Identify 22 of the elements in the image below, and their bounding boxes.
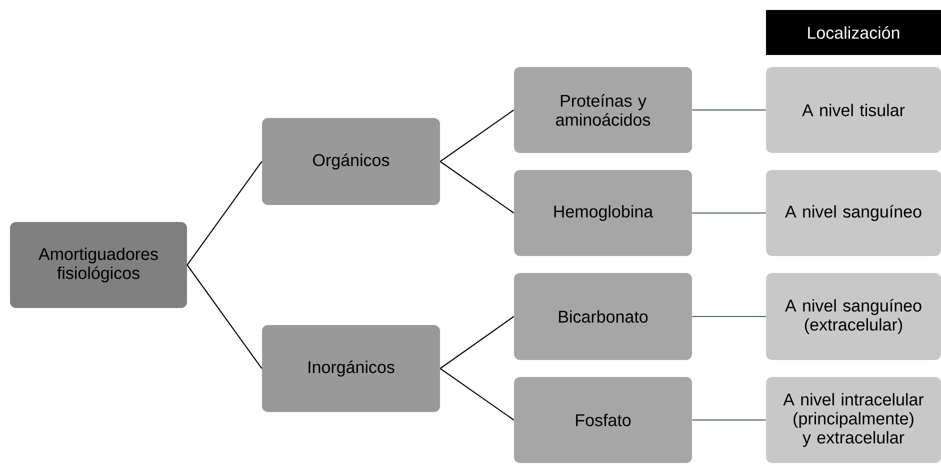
connector-line <box>692 316 766 318</box>
category-box: Amortiguadores fisiológicos <box>10 222 187 308</box>
connector-line <box>692 419 766 421</box>
buffer-box: Bicarbonato <box>514 273 692 360</box>
connector-line <box>186 161 262 266</box>
location-box: A nivel intracelular (principalmente) y extracelular <box>766 377 941 463</box>
location-box: A nivel sanguíneo <box>766 170 941 256</box>
connector-line <box>692 212 766 214</box>
header-box: Localización <box>766 10 941 55</box>
category-box: Orgánicos <box>262 118 440 205</box>
connector-line <box>440 110 514 162</box>
category-box: Inorgánicos <box>262 325 440 412</box>
buffer-box: Fosfato <box>514 377 692 463</box>
location-box: A nivel sanguíneo (extracelular) <box>766 273 941 360</box>
connector-line <box>692 109 766 111</box>
connector-line <box>440 368 514 420</box>
buffer-box: Hemoglobina <box>514 170 692 256</box>
connector-line <box>186 264 262 369</box>
connector-line <box>440 316 514 369</box>
location-box: A nivel tisular <box>766 67 941 153</box>
buffer-box: Proteínas y aminoácidos <box>514 67 692 153</box>
connector-line <box>440 161 514 214</box>
